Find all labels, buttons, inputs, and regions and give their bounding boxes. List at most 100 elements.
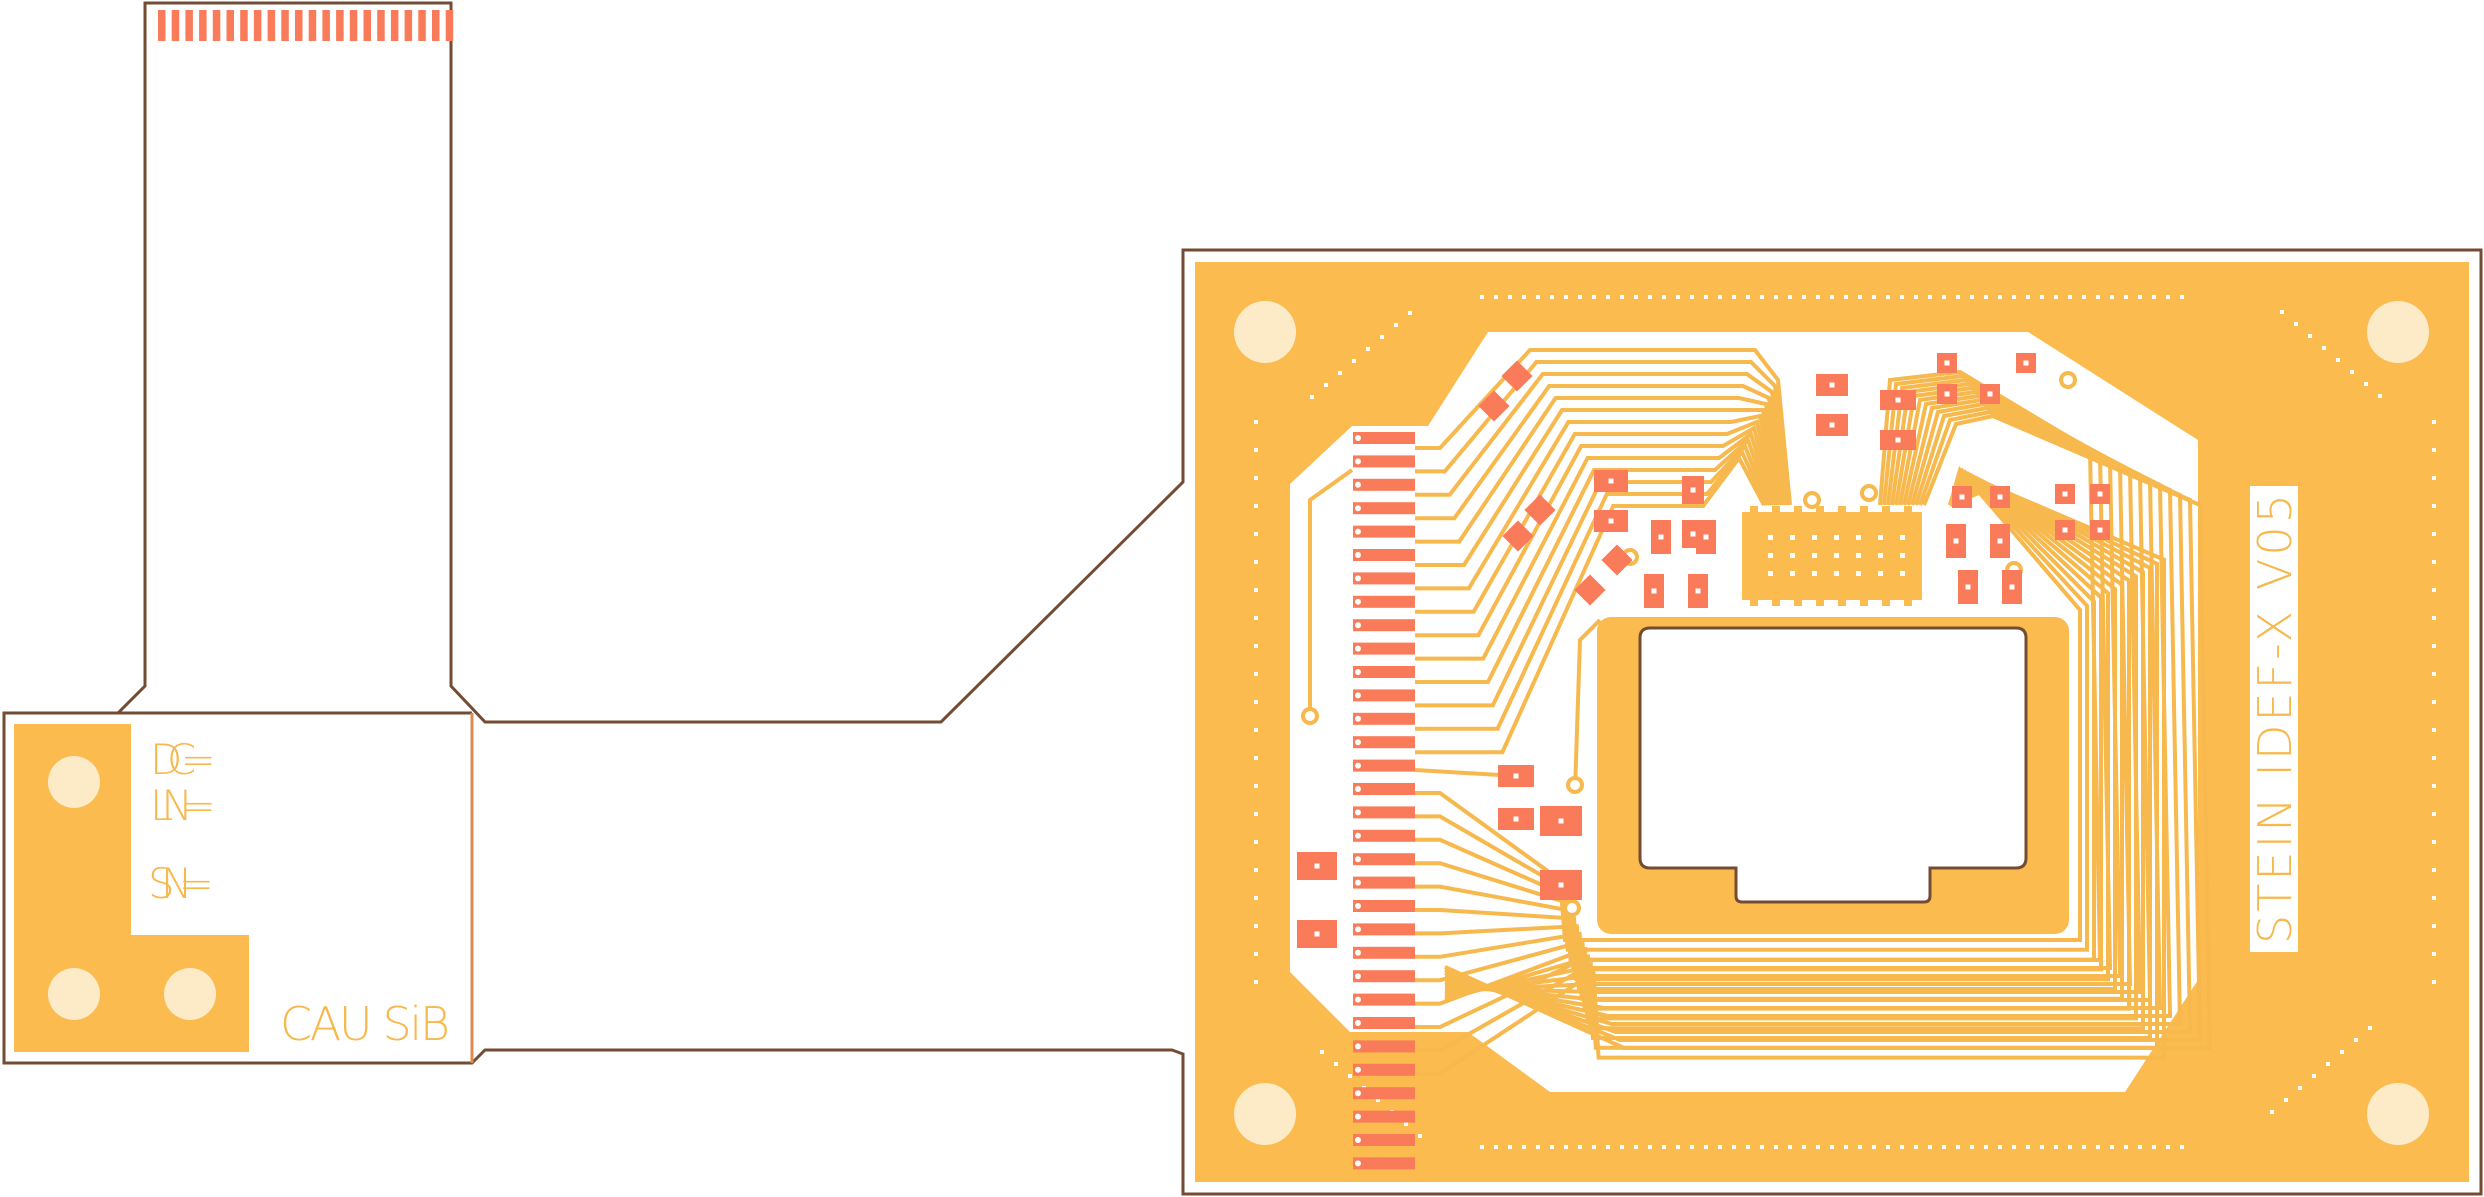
ic-pin-marker xyxy=(1878,571,1883,576)
stitch-via xyxy=(2354,1038,2358,1042)
ic-pin xyxy=(1816,506,1824,514)
stitch-via xyxy=(2326,1062,2330,1066)
smd-pad-dot xyxy=(2009,584,2015,590)
connector-pad-drill xyxy=(1355,435,1361,441)
ic-pin xyxy=(1904,598,1912,606)
tab-mounting-hole xyxy=(48,968,100,1020)
stitch-via xyxy=(2350,370,2354,374)
connector-pad-drill xyxy=(1355,996,1361,1003)
stitch-via xyxy=(1508,1145,1512,1149)
stitch-via xyxy=(1634,295,1638,299)
connector-pad xyxy=(1353,923,1415,936)
connector-pad-drill xyxy=(1355,832,1361,839)
trace xyxy=(1415,454,1766,755)
stitch-via xyxy=(2322,346,2326,350)
stitch-via xyxy=(1998,295,2002,299)
stitch-via xyxy=(1380,335,1384,339)
trace xyxy=(1415,448,1768,731)
stitch-via xyxy=(1324,383,1328,387)
connector-pad-drill xyxy=(1355,575,1361,582)
trace xyxy=(1415,396,1784,544)
trace xyxy=(1415,442,1770,708)
connector-pad-drill xyxy=(1355,598,1361,605)
fpc-finger xyxy=(445,10,454,41)
connector-pad-drill xyxy=(1355,1160,1361,1167)
smd-pad-dot xyxy=(1314,863,1320,869)
stitch-via xyxy=(2110,1145,2114,1149)
ic-pin xyxy=(1750,506,1758,514)
connector-pad-drill xyxy=(1355,622,1361,629)
stitch-via xyxy=(2110,295,2114,299)
stitch-via xyxy=(2026,1145,2030,1149)
stiffener-tab: DC= LN= SN= CAU SiB xyxy=(14,724,450,1052)
connector-pad xyxy=(1353,642,1415,655)
connector-pad-drill xyxy=(1355,809,1361,816)
stitch-via xyxy=(1676,1145,1680,1149)
stitch-via xyxy=(2432,952,2436,956)
ic-pin-marker xyxy=(1768,535,1773,540)
smd-pad-dot xyxy=(1314,931,1320,937)
stitch-via xyxy=(2124,295,2128,299)
stitch-via xyxy=(1956,1145,1960,1149)
via xyxy=(1803,491,1821,509)
stitch-via xyxy=(2124,1145,2128,1149)
connector-pad-drill xyxy=(1355,786,1361,792)
stitch-via xyxy=(1984,1145,1988,1149)
connector-pad xyxy=(1353,1110,1415,1123)
connector-pad xyxy=(1353,853,1415,866)
ic-pin xyxy=(1904,506,1912,514)
stitch-via xyxy=(1394,323,1398,327)
stitch-via xyxy=(1704,295,1708,299)
ic-pin-marker xyxy=(1856,571,1861,576)
stitch-via xyxy=(2180,1145,2184,1149)
connector-pad xyxy=(1353,970,1415,983)
via xyxy=(1860,484,1878,502)
fpc-finger xyxy=(199,10,207,41)
stitch-via xyxy=(1550,1145,1554,1149)
stitch-via xyxy=(2152,295,2156,299)
connector-pad xyxy=(1353,993,1415,1006)
smd-pad-dot xyxy=(1959,494,1965,500)
stitch-via xyxy=(1254,644,1258,648)
ic-pin xyxy=(1816,598,1824,606)
stitch-via xyxy=(2054,1145,2058,1149)
trace xyxy=(1415,419,1778,614)
fpc-finger xyxy=(377,10,385,41)
trace xyxy=(1415,384,1786,521)
stitch-via xyxy=(1690,295,1694,299)
stitch-via xyxy=(1254,840,1258,844)
smd-pad-dot xyxy=(2062,491,2068,497)
stitch-via xyxy=(1254,784,1258,788)
dc-label: DC= xyxy=(150,735,216,784)
smd-pad-dot xyxy=(1944,391,1950,397)
stitch-via xyxy=(1606,1145,1610,1149)
connector-pad xyxy=(1353,806,1415,819)
stitch-via xyxy=(1404,1122,1408,1126)
stitch-via xyxy=(2340,1050,2344,1054)
trace xyxy=(1308,468,1354,716)
stitch-via xyxy=(1774,1145,1778,1149)
stitch-via xyxy=(1536,295,1540,299)
stitch-via xyxy=(2432,588,2436,592)
trace xyxy=(1415,436,1772,684)
stitch-via xyxy=(1984,295,1988,299)
stitch-via xyxy=(1254,700,1258,704)
trace xyxy=(1415,484,2166,1076)
connector-pad xyxy=(1353,666,1415,678)
ln-label: LN= xyxy=(150,781,216,830)
fpc-finger xyxy=(267,10,276,41)
ic-pin xyxy=(1882,506,1890,514)
stitch-via xyxy=(2082,1145,2086,1149)
smd-pad-dot xyxy=(1558,818,1564,824)
via xyxy=(1301,707,1319,725)
fpc-finger xyxy=(363,10,371,41)
stitch-via xyxy=(1788,295,1792,299)
stitch-via xyxy=(1620,295,1624,299)
stitch-via xyxy=(1352,359,1356,363)
smd-pad-dot xyxy=(1513,816,1519,822)
ic-pin-marker xyxy=(1900,553,1905,558)
stitch-via xyxy=(2432,616,2436,620)
smd-pad-dot xyxy=(1651,588,1657,594)
